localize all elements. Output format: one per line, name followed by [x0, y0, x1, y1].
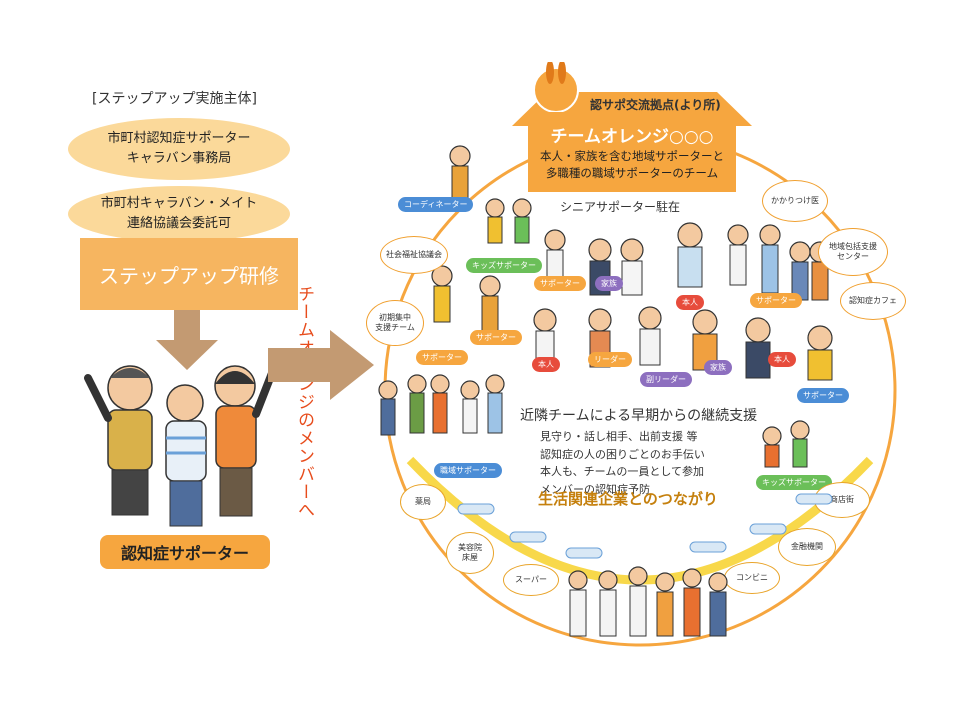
tag-work-supporter: 職域サポーター: [434, 463, 502, 478]
tag-supporter-4: サポーター: [470, 330, 522, 345]
hub-box: [528, 122, 736, 192]
tag-family-1: 家族: [595, 276, 623, 291]
activity-item: 見守り・話し相手、出前支援 等: [540, 430, 698, 443]
handshake-icon: [457, 503, 495, 515]
tag-supporter-1: サポーター: [534, 276, 586, 291]
tag-supporter-2: サポーター: [750, 293, 802, 308]
bubble-dementia-cafe: 認知症カフェ: [840, 282, 906, 320]
team-orange-logo-icon: [533, 62, 579, 112]
corp-convenience-store: コンビニ: [724, 562, 780, 594]
business-people-illustration: [568, 566, 728, 637]
corporate-connection-heading: 生活関連企業とのつながり: [538, 490, 718, 508]
tag-kids-supporter-2: キッズサポーター: [756, 475, 832, 490]
neighbor-support-heading: 近隣チームによる早期からの継続支援: [520, 408, 758, 424]
handshake-icon: [509, 531, 547, 543]
activities-list: 見守り・話し相手、出前支援 等 認知症の人の困りごとのお手伝い 本人も、チームの…: [540, 428, 705, 498]
step-up-training-box: ステップアップ研修: [80, 238, 298, 310]
hub-description: 本人・家族を含む地域サポーターと 多職種の職域サポーターのチーム: [528, 148, 736, 183]
vertical-caption: チームオレンジのメンバーへ: [294, 285, 314, 519]
tag-sub-leader: 副リーダー: [640, 372, 692, 387]
caravan-mate-oval: 市町村キャラバン・メイト 連絡協議会委託可: [68, 186, 290, 242]
caravan-office-line1: 市町村認知症サポーター: [107, 130, 251, 146]
caravan-mate-line2: 連絡協議会委託可: [126, 216, 231, 231]
bubble-social-welfare: 社会福祉協議会: [380, 236, 448, 274]
handshake-icon: [689, 541, 727, 553]
bubble-family-doctor: かかりつけ医: [762, 180, 828, 222]
corp-supermarket: スーパー: [503, 564, 559, 596]
tag-leader: リーダー: [588, 352, 632, 367]
tag-honnin-3: 本人: [768, 352, 796, 367]
step-up-heading: [ステップアップ実施主体]: [92, 91, 257, 107]
hub-desc-line2: 多職種の職域サポーターのチーム: [545, 166, 719, 181]
corp-bank: 金融機関: [778, 528, 836, 566]
step-up-training-label: ステップアップ研修: [99, 263, 279, 288]
supporter-group-illustration: [84, 364, 278, 527]
activity-item: 認知症の人の困りごとのお手伝い: [540, 447, 705, 461]
handshake-icon: [565, 547, 603, 559]
tag-family-2: 家族: [704, 360, 732, 375]
caravan-office-oval: 市町村認知症サポーター キャラバン事務局: [68, 118, 290, 180]
tag-coordinator: コーディネーター: [398, 197, 474, 212]
right-arrow-icon: [268, 330, 374, 400]
tag-kids-supporter-1: キッズサポーター: [466, 258, 542, 273]
corp-salon: 美容院 床屋: [446, 532, 494, 574]
tag-supporter-5: サポーター: [797, 388, 849, 403]
hub-desc-line1: 本人・家族を含む地域サポーターと: [540, 149, 724, 163]
hub-team-name: チームオレンジ○○○: [550, 127, 714, 147]
people-illustrations: [378, 145, 833, 468]
hub-title: 認サポ交流拠点(より所): [590, 98, 721, 112]
dementia-supporter-label: 認知症サポーター: [100, 535, 270, 569]
tag-supporter-3: サポーター: [416, 350, 468, 365]
down-arrow-icon: [156, 310, 218, 370]
tag-honnin-1: 本人: [676, 295, 704, 310]
activity-item: 本人も、チームの一員として参加: [540, 465, 705, 479]
bubble-early-support-team: 初期集中 支援チーム: [366, 300, 424, 346]
caravan-mate-line1: 市町村キャラバン・メイト: [100, 195, 258, 211]
activity-item: メンバーの認知症予防: [540, 482, 650, 496]
bubble-regional-center: 地域包括支援 センター: [818, 228, 888, 276]
senior-supporter-text: シニアサポーター駐在: [560, 200, 681, 214]
dementia-supporter-text: 認知症サポーター: [120, 544, 249, 563]
caravan-office-line2: キャラバン事務局: [126, 151, 232, 166]
tag-honnin-2: 本人: [532, 357, 560, 372]
corp-pharmacy: 薬局: [400, 484, 446, 520]
handshake-icon: [749, 523, 787, 535]
handshake-icon: [795, 493, 833, 505]
